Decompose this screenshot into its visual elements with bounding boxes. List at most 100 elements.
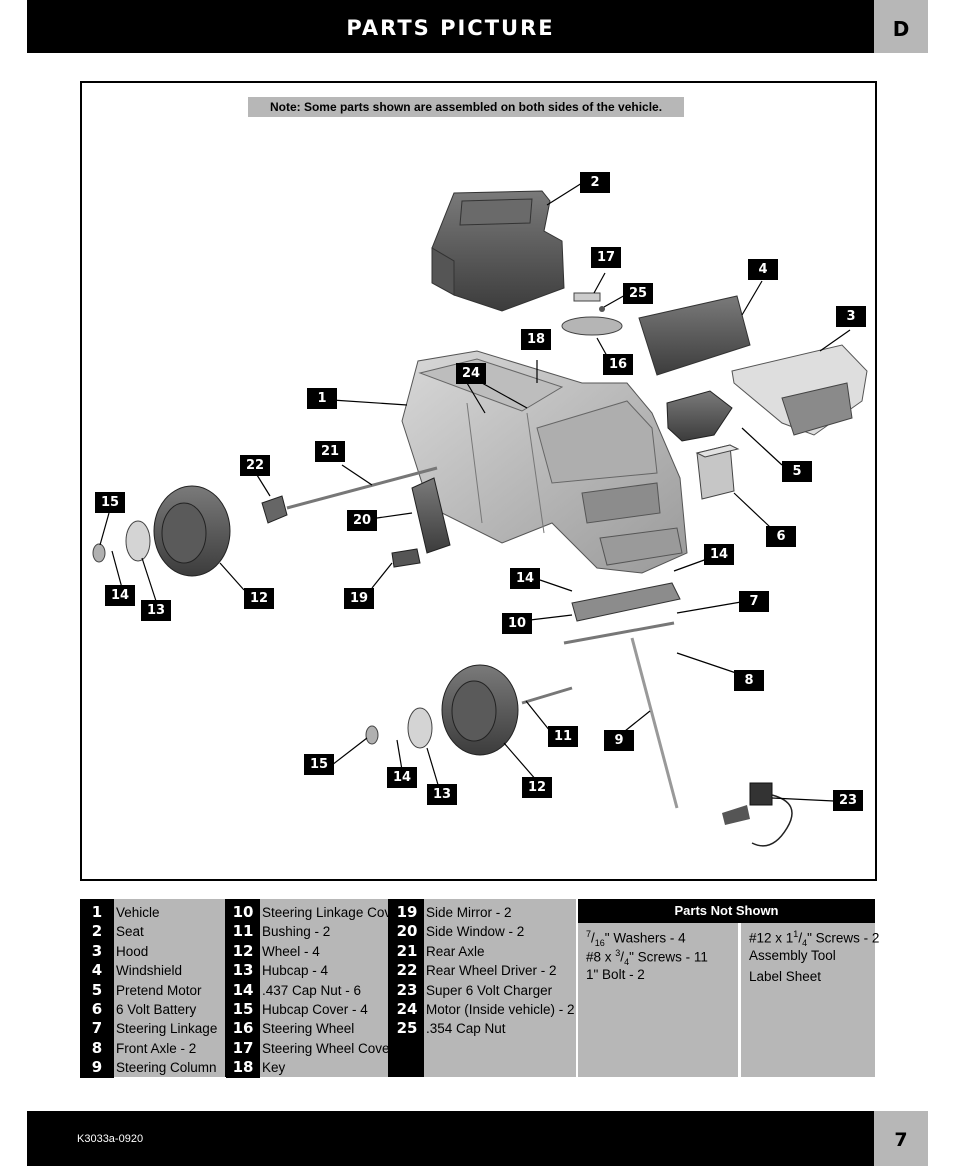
parts-not-shown-item: 1" Bolt - 2 xyxy=(586,967,645,982)
callout: 15 xyxy=(95,492,125,513)
part-name: Steering Column xyxy=(116,1060,217,1076)
callout: 6 xyxy=(766,526,796,547)
callout: 13 xyxy=(141,600,171,621)
part-name: Key xyxy=(262,1060,286,1076)
page-number: 7 xyxy=(874,1111,928,1166)
callout: 12 xyxy=(522,777,552,798)
part-name: Rear Wheel Driver - 2 xyxy=(426,963,557,979)
part-name: Wheel - 4 xyxy=(262,943,320,959)
parts-not-shown-title: Parts Not Shown xyxy=(578,899,875,923)
callout: 14 xyxy=(510,568,540,589)
charger-drawing xyxy=(722,782,793,847)
pretend-motor-drawing xyxy=(666,390,733,442)
parts-not-shown-item: 7/16" Washers - 4 xyxy=(586,929,686,949)
part-name: .437 Cap Nut - 6 xyxy=(262,982,362,998)
side-window-drawing xyxy=(411,477,451,554)
part-name: .354 Cap Nut xyxy=(426,1021,506,1037)
rear-wheel-drawing xyxy=(92,485,231,577)
document-code: K3033a-0920 xyxy=(77,1133,144,1145)
part-number: 21 xyxy=(390,941,424,962)
callout: 22 xyxy=(240,455,270,476)
part-number: 1 xyxy=(80,903,114,923)
leader-lines xyxy=(99,182,851,802)
part-number: 10 xyxy=(226,903,260,923)
part-number: 12 xyxy=(226,941,260,962)
assembly-note: Note: Some parts shown are assembled on … xyxy=(248,97,684,117)
callout: 10 xyxy=(502,613,532,634)
part-name: Steering Linkage xyxy=(116,1021,218,1037)
fraction-denominator: 4 xyxy=(802,938,808,949)
callout: 25 xyxy=(623,283,653,304)
callout: 13 xyxy=(427,784,457,805)
battery-drawing xyxy=(695,444,740,500)
part-name: Vehicle xyxy=(116,905,160,920)
part-name: Motor (Inside vehicle) - 2 xyxy=(426,1002,575,1017)
callout: 4 xyxy=(748,259,778,280)
part-name: Hood xyxy=(116,943,149,959)
item-text: " Screws - 2 xyxy=(807,930,880,946)
callout: 19 xyxy=(344,588,374,609)
front-wheel-drawing xyxy=(365,664,573,756)
parts-list-column-1 xyxy=(114,899,225,1077)
part-number: 9 xyxy=(80,1058,114,1078)
part-number: 20 xyxy=(390,922,424,942)
callout: 2 xyxy=(580,172,610,193)
parts-not-shown-item: Label Sheet xyxy=(749,969,821,984)
item-text: Label Sheet xyxy=(749,969,822,984)
part-name: Steering Linkage Cover xyxy=(262,905,404,920)
callout: 24 xyxy=(456,363,486,384)
steering-linkage-drawing xyxy=(563,582,681,809)
callout: 1 xyxy=(307,388,337,409)
callout: 15 xyxy=(304,754,334,775)
part-name: Steering Wheel xyxy=(262,1021,355,1037)
fraction-numerator: 1 xyxy=(793,929,799,939)
callout: 5 xyxy=(782,461,812,482)
part-number: 24 xyxy=(390,1000,424,1020)
callout: 14 xyxy=(387,767,417,788)
callout: 20 xyxy=(347,510,377,531)
part-number: 14 xyxy=(226,980,260,1000)
item-text: " Washers - 4 xyxy=(604,930,686,946)
parts-list-column-2 xyxy=(260,899,388,1077)
callout: 8 xyxy=(734,670,764,691)
part-number: 8 xyxy=(80,1038,114,1059)
callout: 21 xyxy=(315,441,345,462)
parts-not-shown-item: #12 x 11/4" Screws - 2 xyxy=(749,929,880,949)
part-number: 4 xyxy=(80,961,114,981)
part-name: Steering Wheel Cover xyxy=(262,1040,395,1056)
item-text: #12 x 1 xyxy=(749,930,794,946)
part-number: 2 xyxy=(80,922,114,942)
side-mirror-drawing xyxy=(391,548,421,568)
fraction-numerator: 3 xyxy=(615,948,621,958)
callout: 23 xyxy=(833,790,863,811)
part-number: 5 xyxy=(80,980,114,1000)
parts-picture: Note: Some parts shown are assembled on … xyxy=(80,81,877,881)
part-name: Rear Axle xyxy=(426,943,485,959)
part-number: 7 xyxy=(80,1019,114,1039)
parts-not-shown-item: #8 x 3/4" Screws - 11 xyxy=(586,948,708,968)
callout: 3 xyxy=(836,306,866,327)
part-number: 22 xyxy=(390,961,424,981)
part-number: 6 xyxy=(80,1000,114,1020)
part-name: Pretend Motor xyxy=(116,982,202,998)
callout: 16 xyxy=(603,354,633,375)
callout: 11 xyxy=(548,726,578,747)
part-number: 18 xyxy=(226,1058,260,1078)
callout: 7 xyxy=(739,591,769,612)
part-name: Hubcap Cover - 4 xyxy=(262,1002,368,1017)
part-number: 25 xyxy=(390,1019,424,1039)
callout: 9 xyxy=(604,730,634,751)
fraction-numerator: 7 xyxy=(586,929,592,939)
part-name: Seat xyxy=(116,924,144,940)
item-text: 1" Bolt - 2 xyxy=(586,967,645,982)
part-number: 11 xyxy=(226,922,260,942)
page-footer: K3033a-0920 xyxy=(27,1111,874,1166)
callout: 18 xyxy=(521,329,551,350)
callout: 14 xyxy=(105,585,135,606)
part-number: 16 xyxy=(226,1019,260,1039)
callout: 17 xyxy=(591,247,621,268)
section-tab: D xyxy=(874,0,928,53)
